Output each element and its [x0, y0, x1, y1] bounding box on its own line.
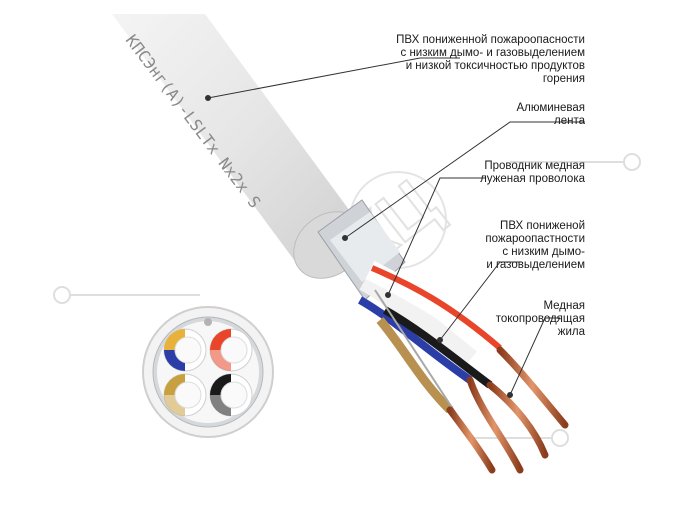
watermark-circle-left [53, 286, 71, 304]
conductor-1 [496, 346, 569, 429]
conductor-2 [486, 381, 549, 459]
black-insulation [383, 306, 493, 389]
callout-line: жила [557, 326, 585, 338]
callout-line: Проводник медная [484, 160, 585, 172]
callout-line: луженая проволока [480, 173, 585, 185]
leader-5 [509, 317, 560, 396]
leader-3 [387, 177, 486, 296]
leader-lines [205, 57, 585, 398]
conductor-4 [446, 406, 496, 474]
blue-insulation [358, 296, 473, 384]
copper-conductors [446, 346, 569, 474]
cross-section-core [174, 336, 202, 364]
callout-line: и газовыделением [486, 259, 585, 271]
callout-line: с низким дымо- и газовыделением [400, 47, 586, 59]
brown-insulation [376, 317, 454, 414]
callout-line: лента [554, 115, 585, 127]
cross-section [142, 306, 274, 438]
callout-line: ПВХ пониженной пожароопасности [396, 34, 585, 46]
callout-line: Алюминевая [516, 102, 585, 114]
callout-line: токопроводящая [495, 313, 585, 325]
conductor-3 [466, 376, 524, 474]
cross-section-drain [204, 318, 212, 326]
leader-4 [439, 261, 522, 341]
inner-pairs [358, 261, 506, 436]
cross-section-core [220, 336, 248, 364]
callout-line: с низким дымо- [502, 246, 585, 258]
leader-2 [344, 121, 585, 239]
callout-line: и низкой токсичностью продуктов [405, 60, 585, 72]
callout-line: ПВХ пониженой [500, 220, 585, 232]
leader-1 [207, 57, 460, 99]
cross-section-core [220, 381, 248, 409]
callout-line: Медная [543, 300, 585, 312]
watermark-circle-right [623, 153, 641, 171]
callout-line: пожароопастности [485, 233, 585, 245]
callout-line: горения [542, 73, 585, 85]
red-insulation [370, 265, 502, 351]
watermark [53, 153, 641, 447]
watermark-circle-bottom [551, 429, 569, 447]
cross-section-core [174, 381, 202, 409]
